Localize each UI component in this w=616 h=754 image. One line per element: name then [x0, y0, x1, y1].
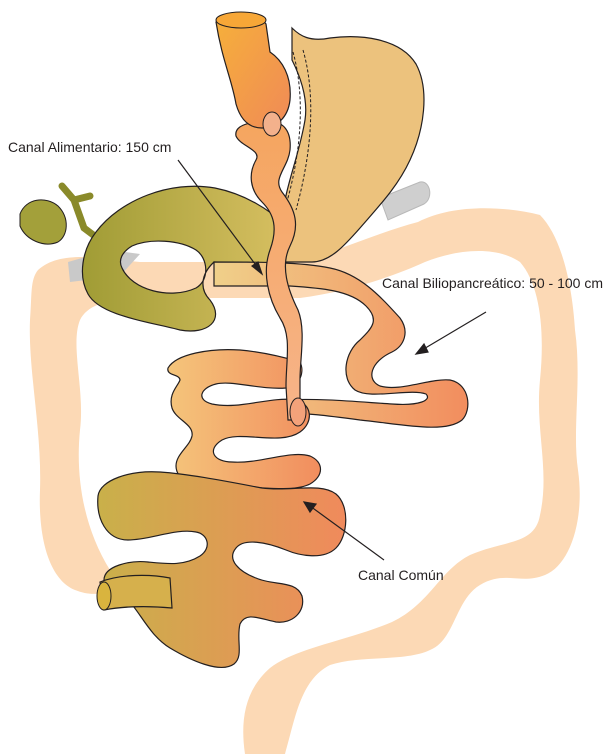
limb-end — [290, 398, 306, 426]
label-alimentary-canal: Canal Alimentario: 150 cm — [8, 139, 171, 155]
esophagus — [216, 15, 290, 128]
common-channel — [98, 472, 346, 668]
gallbladder — [20, 200, 66, 244]
label-common-canal: Canal Común — [358, 567, 444, 583]
arrow-biliopancreatic — [422, 312, 486, 350]
arrowhead-biliopancreatic — [416, 344, 428, 354]
ileum-opening — [97, 582, 111, 610]
label-biliopancreatic-canal: Canal Biliopancreático: 50 - 100 cm — [382, 275, 603, 291]
pouch-opening — [263, 112, 281, 136]
bile-duct — [62, 186, 100, 240]
duodenum — [82, 186, 289, 331]
esophagus-opening — [216, 12, 266, 28]
